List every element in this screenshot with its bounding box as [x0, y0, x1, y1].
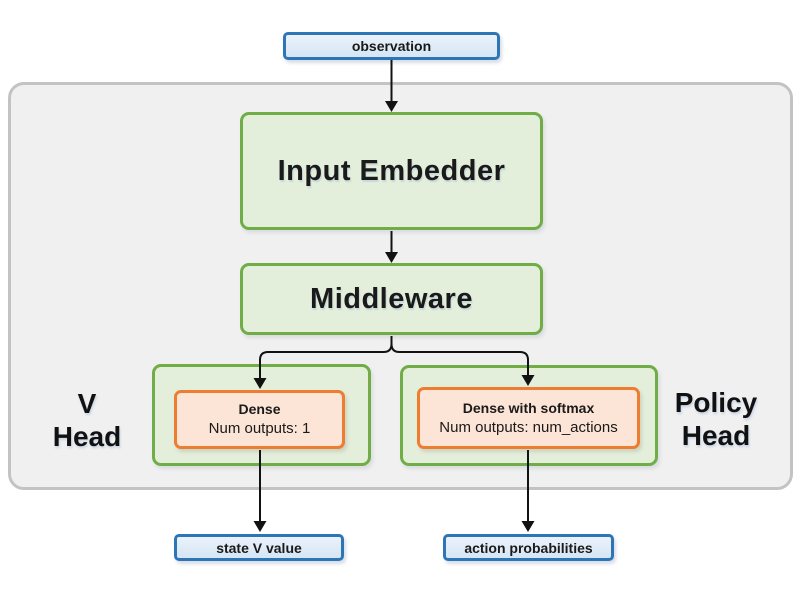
input-embedder-label: Input Embedder: [277, 154, 506, 187]
action-probabilities-box: action probabilities: [443, 534, 614, 561]
action-probabilities-label: action probabilities: [464, 539, 593, 556]
policy-head-label: Policy Head: [661, 386, 771, 452]
policy-head-label-line2: Head: [681, 420, 751, 451]
policy-head-dense-title: Dense with softmax: [462, 399, 595, 416]
middleware-label: Middleware: [310, 282, 473, 315]
middleware-box: Middleware: [240, 263, 543, 335]
policy-head-label-line1: Policy: [674, 387, 758, 418]
v-head-label-line2: Head: [52, 421, 122, 452]
policy-head-dense-subtitle: Num outputs: num_actions: [439, 418, 618, 436]
v-head-dense-title: Dense: [238, 401, 281, 417]
v-head-dense-box: Dense Num outputs: 1: [174, 390, 345, 449]
v-head-label: V Head: [32, 387, 142, 453]
v-head-label-line1: V: [77, 388, 97, 419]
state-v-value-label: state V value: [216, 539, 302, 556]
policy-head-dense-box: Dense with softmax Num outputs: num_acti…: [417, 387, 640, 449]
input-embedder-box: Input Embedder: [240, 112, 543, 230]
v-head-dense-subtitle: Num outputs: 1: [208, 420, 311, 437]
observation-label: observation: [351, 38, 432, 54]
observation-box: observation: [283, 32, 500, 60]
state-v-value-box: state V value: [174, 534, 344, 561]
